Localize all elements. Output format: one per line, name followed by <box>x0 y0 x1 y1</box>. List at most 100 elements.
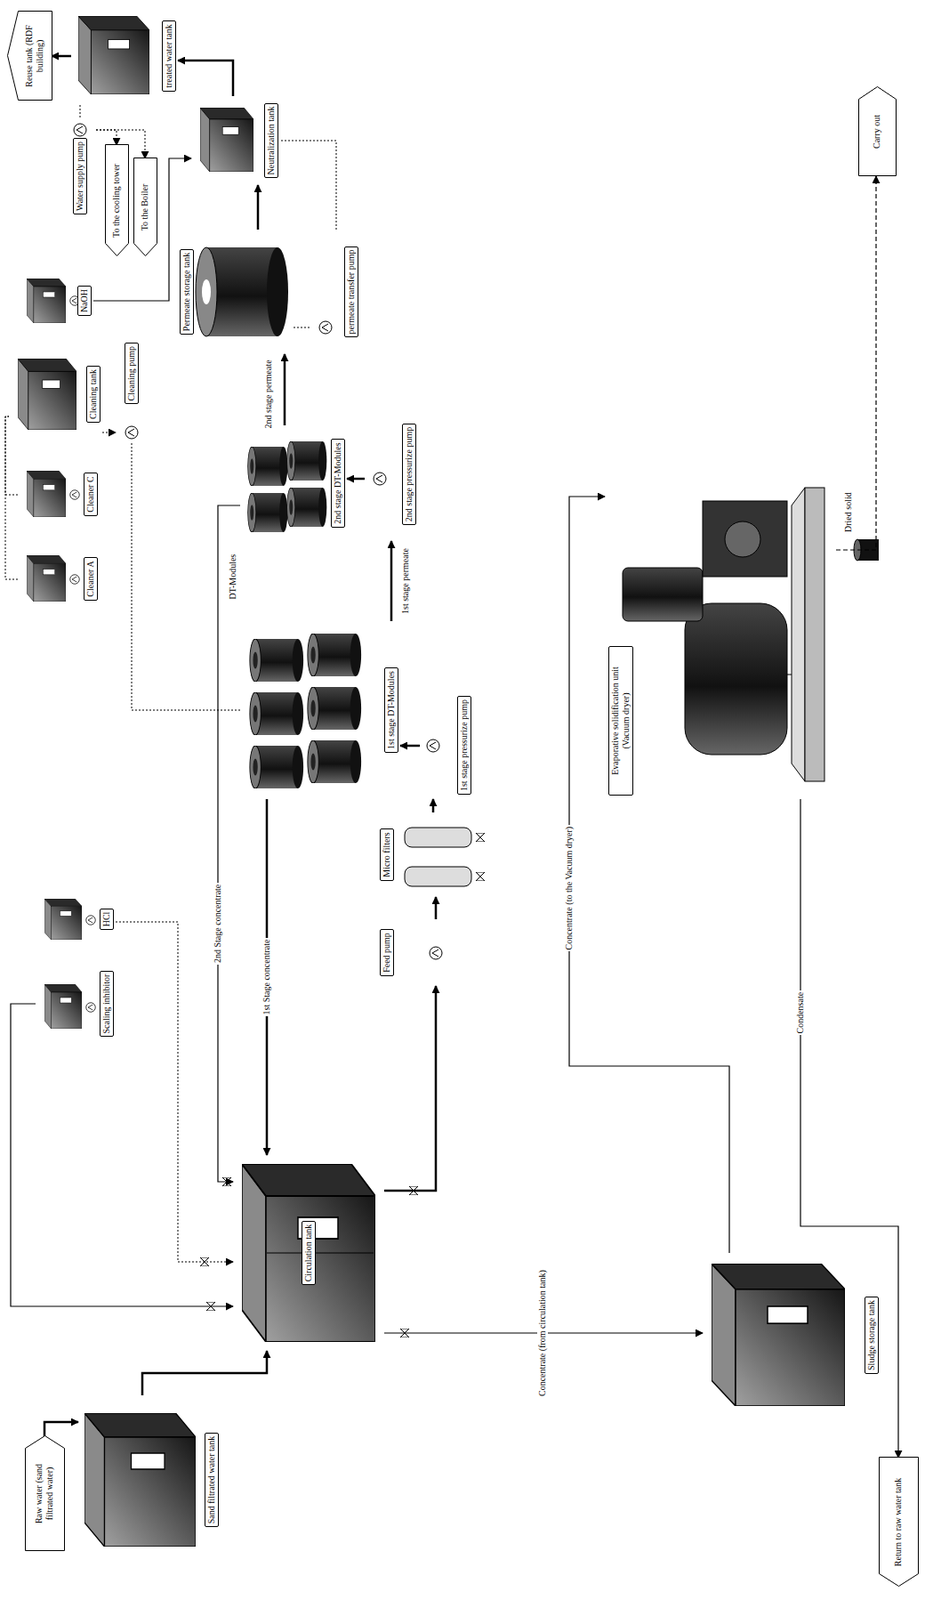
pentagon-arrow: Reuse tank (RDF building) <box>7 11 52 101</box>
flow-label: Condensate <box>795 989 806 1036</box>
dryer-drum <box>684 603 788 755</box>
dosing-pump <box>70 490 81 500</box>
pentagon-arrow: Raw water (sand filtrated water) <box>24 1435 65 1551</box>
equipment-label: Cleaner C <box>83 472 98 515</box>
flow-line <box>280 140 337 230</box>
flow-label: 2nd stage permeate <box>263 357 274 430</box>
flow-line <box>5 416 18 580</box>
equipment: 2nd stage DT-Modules <box>240 425 347 541</box>
sludge-tank-drawing <box>711 1262 845 1406</box>
flow-label: 1st Stage concentrate <box>261 937 273 1017</box>
equipment-label: 2nd stage pressurize pump <box>402 423 417 525</box>
cleaning-tank-drawing <box>17 358 77 430</box>
flow-line <box>384 985 436 1191</box>
equipment-label: 1st stage pressurize pump <box>457 695 472 795</box>
tank-divider <box>266 1252 374 1254</box>
dt-module <box>249 745 304 789</box>
dt-module <box>287 487 328 527</box>
pump-symbol <box>429 946 443 959</box>
pentagon-arrow: Carry out <box>858 87 896 177</box>
flow-line <box>836 176 877 550</box>
equipment-label: Feed pump <box>379 928 395 976</box>
chemical-tank-drawing <box>26 555 66 602</box>
equipment-label: Evaporative solidification unit (Vacuum … <box>608 645 634 796</box>
flow-line <box>44 1421 79 1436</box>
dryer-motor <box>724 521 761 557</box>
equipment-label: Sludge storage tank <box>864 1295 879 1374</box>
chemical-tank-drawing <box>44 898 82 940</box>
equipment: Evaporative solidification unit (Vacuum … <box>604 478 837 799</box>
flow-line <box>293 327 312 329</box>
circulation-tank-drawing <box>241 1163 376 1342</box>
equipment: 1st stage DT-Modules <box>240 620 401 799</box>
equipment-label: Scaling inhibitor <box>99 970 114 1038</box>
flow-line <box>569 496 730 1253</box>
flow-label: Concentrate (from circulation tank) <box>537 1267 548 1398</box>
equipment-label: Cleaner A <box>83 556 98 600</box>
dt-module <box>248 492 289 532</box>
dt-module <box>307 633 362 676</box>
permeate-tank-drawing <box>201 279 211 305</box>
permeate-tank-drawing <box>266 247 289 337</box>
dt-module <box>287 441 328 481</box>
flow-line <box>115 921 234 1262</box>
equipment-label: Cleaning pump <box>124 342 139 404</box>
pump-symbol <box>125 426 138 439</box>
micro-filter <box>404 827 472 847</box>
equipment: 1st stage pressurize pump <box>419 691 474 799</box>
equipment: 2nd stage pressurize pump <box>364 407 419 541</box>
equipment-label: Reuse tank (RDF building) <box>23 17 47 95</box>
equipment: Circulation tank <box>233 1154 385 1351</box>
flow-line <box>346 477 365 481</box>
pentagon-outline <box>134 158 158 257</box>
equipment: Water supply pump <box>64 118 97 217</box>
flow-label: Concentrate (to the Vacuum dryer) <box>563 824 575 952</box>
annotation-label: DT-Modules <box>227 552 239 602</box>
dryer-motor <box>702 500 788 577</box>
flow-line <box>390 540 394 621</box>
annotation-label: Dried solid <box>843 490 854 534</box>
dt-module <box>307 740 362 783</box>
equipment-label: Water supply pump <box>72 137 88 215</box>
flow-line <box>217 505 241 1182</box>
permeate-tank-drawing <box>195 247 218 337</box>
flow-line <box>96 129 117 145</box>
dt-module <box>249 691 304 735</box>
pentagon-outline <box>105 144 129 257</box>
equipment-label: NaOH <box>77 285 92 316</box>
equipment: Micro filters <box>378 812 485 897</box>
equipment: Cleaning tank <box>8 345 103 443</box>
flow-line <box>177 60 234 97</box>
flow-line <box>5 416 18 495</box>
equipment-label: Permeate storage tank <box>179 249 194 335</box>
dt-module <box>248 446 289 486</box>
chemical-tank-drawing <box>44 983 82 1029</box>
equipment-label: Sand filtrated water tank <box>204 1431 219 1528</box>
dryer-condenser <box>622 567 703 621</box>
equipment: Scaling inhibitor <box>35 963 116 1044</box>
flow-line <box>51 55 72 58</box>
pentagon-arrow: To the Boiler <box>133 158 157 257</box>
flow-line <box>283 353 287 426</box>
micro-filter <box>404 866 472 886</box>
flow-line <box>257 185 260 230</box>
equipment-label: permeate transfer pump <box>344 246 359 338</box>
equipment-label: treated water tank <box>161 20 177 92</box>
pump-symbol <box>319 321 332 334</box>
dryer-base <box>804 487 825 781</box>
flow-line <box>800 798 899 1457</box>
flow-line <box>434 896 438 919</box>
dt-module <box>249 638 304 682</box>
flow-line <box>102 432 116 434</box>
equipment: Cleaner A <box>17 545 100 612</box>
flow-line <box>400 744 420 748</box>
dosing-pump <box>86 1002 97 1013</box>
equipment-label: Cleaning tank <box>86 365 101 423</box>
equipment: Sand filtrated water tank <box>78 1394 221 1564</box>
equipment: Sludge storage tank <box>702 1252 881 1417</box>
equipment: Permeate storage tank <box>177 229 294 354</box>
dryer-base <box>791 487 805 781</box>
dosing-pump <box>86 915 97 925</box>
dt-module <box>307 686 362 730</box>
